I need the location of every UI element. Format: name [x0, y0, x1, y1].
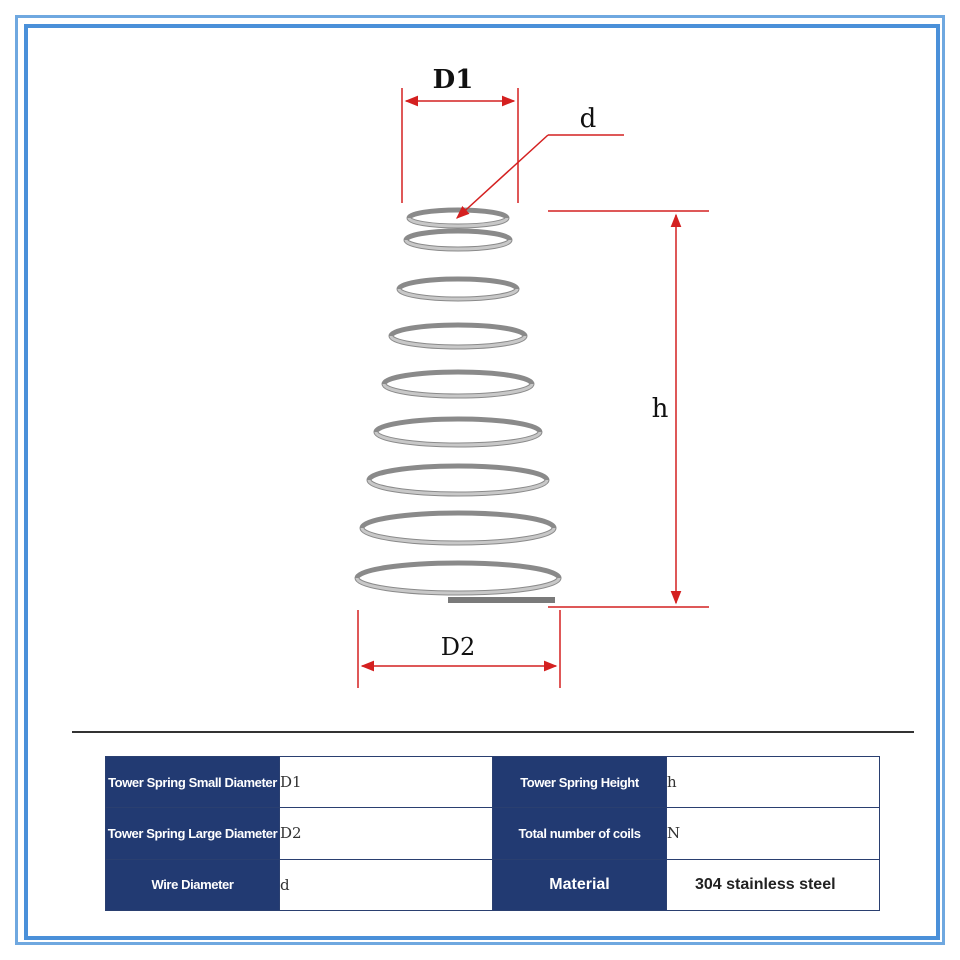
- d2-label: D2: [441, 633, 476, 661]
- spring-coil-highlight: [407, 217, 509, 228]
- material-header: Material: [492, 858, 667, 912]
- spring-coil-highlight: [382, 383, 534, 398]
- spring-coil-highlight: [389, 335, 527, 349]
- inner-frame: [24, 24, 940, 940]
- spring-coil-highlight: [397, 288, 519, 301]
- large-diameter-header: Tower Spring Large Diameter: [105, 807, 280, 860]
- wire-diameter-header: Wire Diameter: [105, 858, 280, 912]
- large-diameter-value: D2: [279, 807, 493, 860]
- table-row: Wire Diameter d Material 304 stainless s…: [105, 858, 880, 912]
- d1-label: D1: [433, 65, 474, 95]
- coils-value: N: [666, 807, 880, 860]
- material-value: 304 stainless steel: [666, 858, 880, 912]
- divider-line: [72, 731, 914, 733]
- wire-diameter-label: d: [580, 104, 597, 134]
- table-row: Tower Spring Small Diameter D1 Tower Spr…: [105, 755, 880, 809]
- outer-frame: [15, 15, 945, 945]
- height-label: h: [652, 394, 669, 424]
- wire-diameter-value: d: [279, 858, 493, 912]
- height-value: h: [666, 755, 880, 809]
- d2-dimension: [357, 610, 561, 688]
- tower-spring-illustration: [354, 207, 562, 603]
- spring-coil-highlight: [404, 239, 512, 251]
- small-diameter-value: D1: [279, 755, 493, 809]
- spring-coil-highlight: [374, 431, 542, 447]
- wire-diameter-leader: [456, 134, 624, 219]
- table-row: Tower Spring Large Diameter D2 Total num…: [105, 807, 880, 860]
- spec-table: Tower Spring Small Diameter D1 Tower Spr…: [105, 755, 880, 912]
- d1-dimension: [401, 88, 519, 203]
- spring-coil-highlight: [367, 479, 549, 496]
- spring-coil-highlight: [360, 527, 556, 545]
- spring-coil-highlight: [355, 577, 561, 595]
- height-dimension: [548, 210, 709, 608]
- coils-header: Total number of coils: [492, 807, 667, 860]
- height-header: Tower Spring Height: [492, 755, 667, 809]
- small-diameter-header: Tower Spring Small Diameter: [105, 755, 280, 809]
